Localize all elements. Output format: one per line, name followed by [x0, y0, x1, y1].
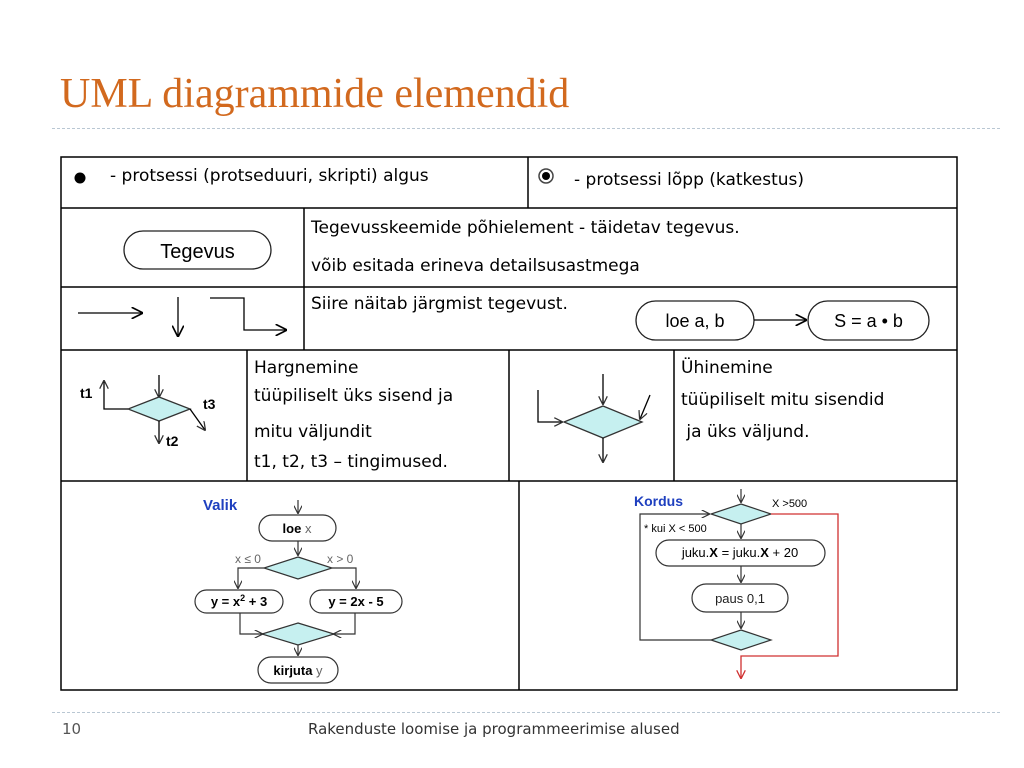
transition-node-2: S = a • b — [834, 311, 903, 331]
valik-left-b: + 3 — [245, 594, 267, 609]
kordus-assign-a: juku. — [681, 545, 709, 560]
transition-description: Siire näitab järgmist tegevust. — [311, 294, 568, 314]
kordus-assign-b: X — [709, 545, 718, 560]
valik-read-var: x — [301, 521, 312, 536]
title-divider — [52, 128, 1000, 129]
valik-cond-right: x > 0 — [327, 552, 354, 566]
valik-write-keyword: kirjuta — [273, 663, 313, 678]
valik-right: y = 2x - 5 — [328, 594, 383, 609]
valik-left-a: y = x — [211, 594, 241, 609]
activity-shape-label: Tegevus — [160, 241, 235, 263]
kordus-diagram: Kordus X >500 * kui X < 500 juku.X = juk… — [634, 489, 839, 678]
branch-description-1: Hargnemine — [254, 358, 359, 378]
branch-description-2: tüüpiliselt üks sisend ja — [254, 386, 454, 406]
footer-divider — [52, 712, 1000, 713]
branch-description-3: mitu väljundit — [254, 422, 372, 442]
page-number: 10 — [62, 720, 82, 738]
kordus-cond-exit: X >500 — [772, 498, 807, 510]
kordus-pause: paus 0,1 — [715, 591, 765, 606]
start-node-description: - protsessi (protseduuri, skripti) algus — [110, 166, 429, 186]
end-node-description: - protsessi lõpp (katkestus) — [574, 170, 805, 190]
merge-description-2: tüüpiliselt mitu sisendid — [681, 390, 885, 410]
kordus-cond-loop: * kui X < 500 — [644, 523, 707, 535]
transition-node-1: loe a, b — [665, 311, 724, 331]
activity-description-2: võib esitada erineva detailsusastmega — [311, 256, 640, 276]
activity-description-1: Tegevusskeemide põhielement - täidetav t… — [311, 218, 740, 238]
branch-label-t2: t2 — [166, 433, 179, 449]
svg-text:loe x: loe x — [283, 521, 312, 536]
branch-label-t3: t3 — [203, 396, 216, 412]
branch-label-t1: t1 — [80, 385, 93, 401]
kordus-title: Kordus — [634, 493, 683, 509]
valik-left-sup: 2 — [240, 593, 245, 603]
valik-cond-left: x ≤ 0 — [235, 552, 261, 566]
table-grid — [60, 156, 958, 691]
merge-description-1: Ühinemine — [681, 358, 773, 378]
transition-example — [635, 300, 930, 341]
slide-title: UML diagrammide elemendid — [60, 71, 570, 117]
svg-text:y = x2 + 3: y = x2 + 3 — [211, 593, 267, 609]
branch-diagram — [104, 375, 205, 443]
merge-description-3: ja üks väljund. — [681, 422, 810, 442]
valik-write-var: y — [312, 663, 323, 678]
kordus-assign-e: + 20 — [769, 545, 798, 560]
merge-diagram — [537, 374, 651, 462]
svg-text:kirjuta y: kirjuta y — [273, 663, 323, 678]
final-node-icon — [538, 168, 554, 184]
initial-node-icon — [74, 172, 86, 184]
transition-arrow-icons — [78, 297, 286, 336]
kordus-assign-c: = juku. — [718, 545, 760, 560]
kordus-assign-d: X — [760, 545, 769, 560]
footer-course-title: Rakenduste loomise ja programmeerimise a… — [308, 720, 680, 738]
valik-diagram: Valik loe x x ≤ 0 x > 0 y = x2 + 3 y = 2… — [194, 497, 403, 684]
svg-text:juku.X = juku.X + 20: juku.X = juku.X + 20 — [681, 545, 798, 560]
valik-read-keyword: loe — [283, 521, 302, 536]
branch-description-4: t1, t2, t3 – tingimused. — [254, 452, 448, 472]
valik-title: Valik — [203, 497, 238, 514]
activity-shape — [123, 230, 272, 270]
